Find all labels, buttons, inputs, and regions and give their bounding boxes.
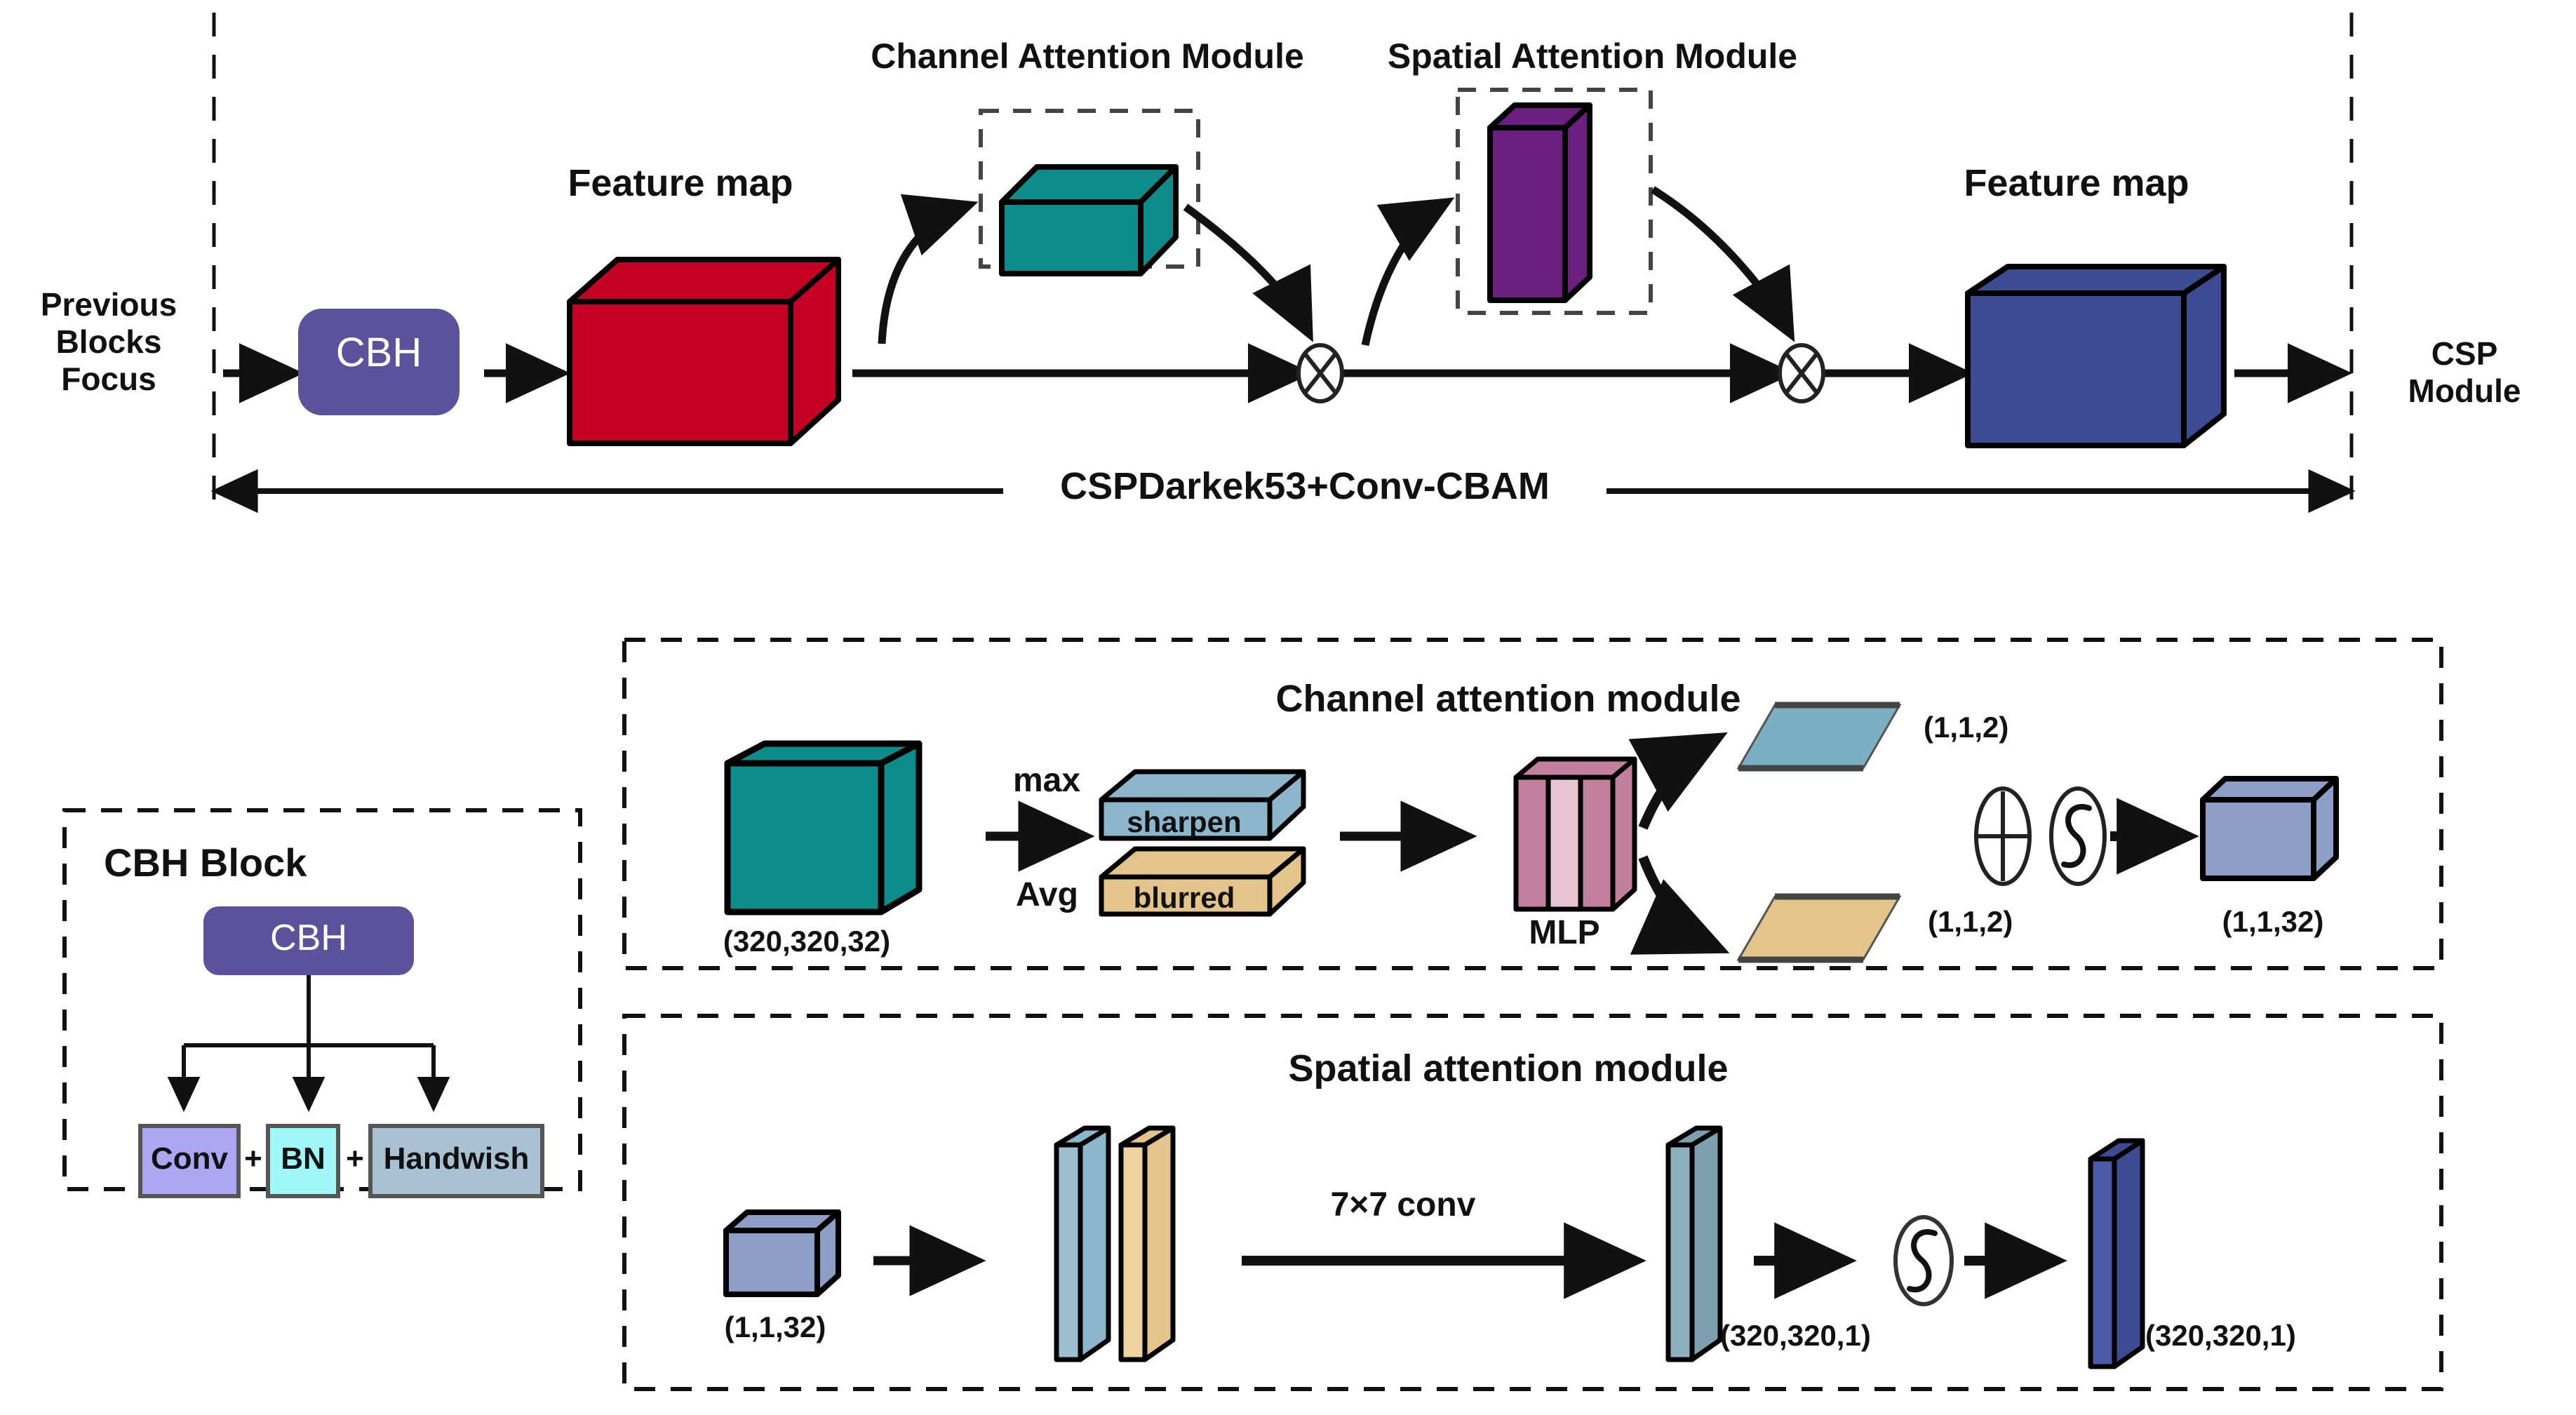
channel-bottom-plane-shape-label: (1,1,2) [1928,905,2013,938]
multiply-node-1 [1296,343,1344,403]
spatial-slab-blue [1054,1125,1111,1362]
spatial-module-title: Spatial attention module [1288,1047,1729,1089]
cbh-child-bn-box [266,1124,340,1198]
cbh-child-handwish-label[interactable]: Handwish [383,1141,530,1176]
channel-attention-cube-teal [999,164,1179,276]
channel-output-cube [2200,776,2339,881]
channel-module-title: Channel attention module [1275,678,1741,720]
channel-plane-bottom [1736,893,1902,963]
spatial-output-shape-label: (320,320,1) [2145,1319,2296,1352]
input-label: Previous Blocks Focus [40,286,177,397]
spatial-mid-shape-label: (320,320,1) [1720,1319,1871,1352]
channel-mlp-block [1513,756,1637,912]
channel-curve-mlp-to-top-plane [1628,732,1728,830]
feature-map-left-label: Feature map [568,162,793,204]
spatial-input-cube [723,1209,841,1297]
spatial-conv-slab [1665,1125,1723,1362]
cbh-panel-dashed-border [62,808,582,1191]
spatial-attention-cube-purple [1487,102,1592,303]
channel-output-shape-label: (1,1,32) [2222,905,2324,938]
feature-map-right-label: Feature map [1964,162,2189,204]
cbh-child-conv-box [138,1124,241,1198]
spatial-output-slab [2088,1138,2145,1369]
channel-attention-dashed-box [979,109,1200,269]
channel-sigmoid-node [2049,786,2107,886]
channel-attention-caption: Channel Attention Module [871,36,1304,76]
feature-map-cube-blue [1965,264,2227,448]
curve-multiply1-to-spatial [1361,197,1455,347]
cbh-child-bn-label[interactable]: BN [281,1141,326,1176]
multiply-node-2 [1778,343,1825,403]
cbh-plus-1: + [244,1141,262,1176]
cbh-plus-2: + [346,1141,364,1176]
channel-mlp-label: MLP [1529,914,1600,951]
channel-input-shape-label: (320,320,32) [723,925,891,958]
channel-blurred-slab [1099,846,1306,917]
channel-avg-label: Avg [1016,876,1078,913]
cbh-node-box [298,309,459,415]
cbh-panel-node-box [203,906,414,975]
cbh-tree-connector [167,975,450,1113]
channel-input-cube-teal [724,740,923,916]
curve-featuremap-to-channel [878,194,979,344]
cbh-panel-title: CBH Block [104,840,307,885]
spatial-sigmoid-node [1893,1215,1954,1306]
channel-sum-node [1974,786,2032,886]
channel-max-label: max [1013,762,1081,799]
spatial-conv-label: 7×7 conv [1330,1186,1476,1223]
spatial-attention-dashed-box [1456,88,1653,315]
channel-module-dashed-border [622,638,2443,970]
feature-map-cube-red [567,257,841,446]
cbh-child-handwish-box [368,1124,544,1198]
output-label: CSP Module [2408,335,2521,409]
spatial-attention-caption: Spatial Attention Module [1387,36,1798,76]
channel-top-plane-shape-label: (1,1,2) [1924,711,2009,744]
cbh-child-conv-label[interactable]: Conv [151,1141,228,1176]
channel-sharpen-slab [1099,769,1306,841]
cbh-panel-node-label[interactable]: CBH [270,918,347,958]
channel-curve-mlp-to-bottom-plane [1630,855,1730,955]
spatial-slab-tan [1118,1125,1176,1362]
channel-sharpen-label: sharpen [1127,805,1242,838]
cspdarkek-span-label: CSPDarkek53+Conv-CBAM [1060,465,1550,507]
curve-channel-to-multiply1 [1183,203,1313,342]
channel-plane-top [1736,702,1902,772]
channel-blurred-label: blurred [1133,881,1235,914]
curve-spatial-to-multiply2 [1651,186,1795,342]
cbh-node-label[interactable]: CBH [335,330,422,375]
cspdarkek-label-backer [1003,460,1606,524]
spatial-input-shape-label: (1,1,32) [724,1310,826,1343]
